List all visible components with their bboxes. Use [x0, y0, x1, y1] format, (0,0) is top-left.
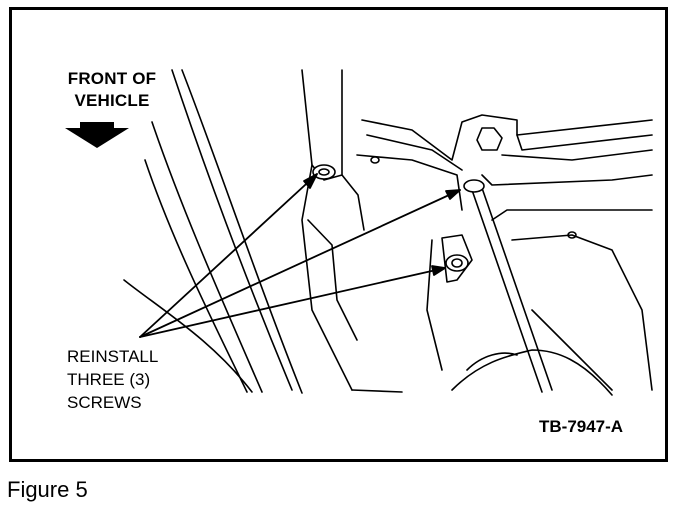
reference-code: TB-7947-A [539, 417, 624, 436]
callout-line-3: SCREWS [67, 393, 142, 412]
vertical-pillar [301, 69, 403, 393]
screw-heads [312, 156, 577, 272]
pillar-edge-lines [123, 69, 303, 394]
technical-drawing [65, 69, 653, 396]
figure-caption: Figure 5 [7, 477, 88, 502]
screwdriver [463, 179, 553, 393]
illustration-frame: FRONT OF VEHICLE REINSTALL THREE (3) SCR… [9, 7, 668, 462]
reinstall-callout: REINSTALL THREE (3) SCREWS [67, 345, 158, 414]
callout-line-2: THREE (3) [67, 370, 151, 389]
direction-arrow-icon [65, 122, 129, 148]
hand-outline [451, 349, 613, 396]
leader-arrows [139, 173, 461, 338]
callout-line-1: REINSTALL [67, 347, 159, 366]
front-of-vehicle-label: FRONT OF VEHICLE [42, 68, 182, 112]
front-label-line-1: FRONT OF [67, 69, 157, 88]
trim-panel [356, 114, 653, 391]
front-label-line-2: VEHICLE [74, 91, 150, 110]
